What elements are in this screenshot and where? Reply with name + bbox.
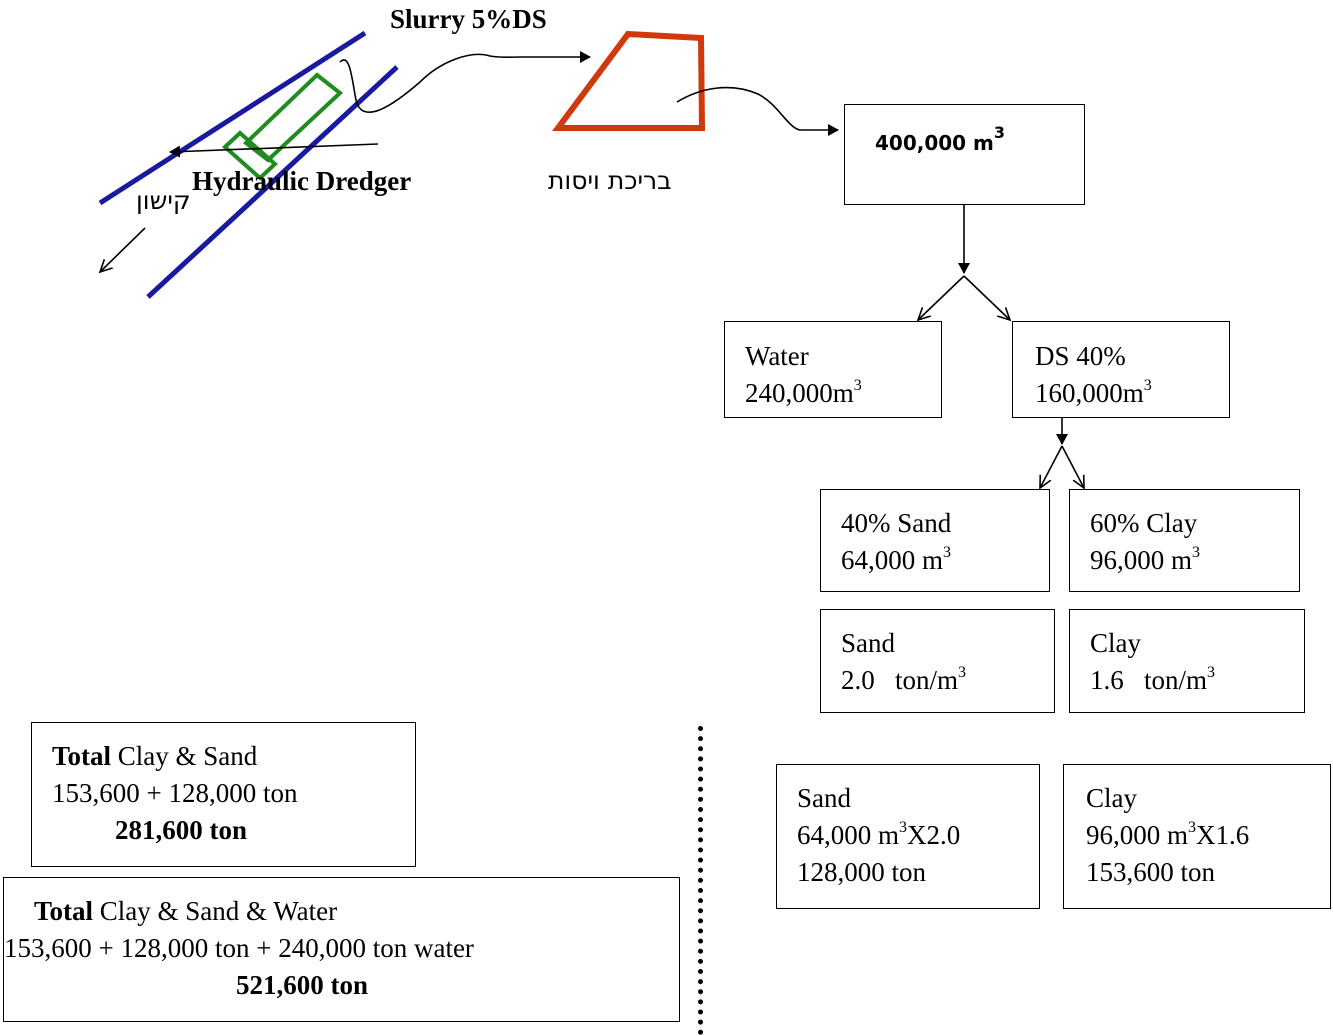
total-volume-box: 400,000 m3 (844, 104, 1085, 205)
sand-density-unit: 3 (958, 664, 967, 681)
clay-fraction-value: 96,000 m (1090, 545, 1193, 575)
sand-fraction-box: 40% Sand 64,000 m3 (820, 489, 1050, 592)
pond-label: בריכת ויסות (548, 166, 672, 195)
total-clay-sand-result: 281,600 ton (115, 815, 248, 845)
clay-fraction-title: 60% Clay (1090, 508, 1198, 538)
total-clay-sand-box: Total Clay & Sand 153,600 + 128,000 ton … (31, 722, 416, 867)
clay-fraction-box: 60% Clay 96,000 m3 (1069, 489, 1300, 592)
river-bank-upper (98, 30, 367, 206)
ds-unit: 3 (1143, 377, 1152, 394)
clay-density-box: Clay 1.6 ton/m3 (1069, 609, 1305, 713)
connector-to-clay (1061, 445, 1084, 488)
slurry-pipe (339, 51, 591, 113)
total-water-sum: 153,600 + 128,000 ton + 240,000 ton wate… (4, 933, 474, 963)
total-water-result: 521,600 ton (236, 970, 369, 1000)
outflow-pipe (676, 86, 839, 136)
total-volume-value: 400,000 m (875, 131, 994, 155)
river-bank-lower (146, 65, 399, 299)
river-outflow-arrow (100, 227, 146, 272)
slurry-label: Slurry 5%DS (390, 4, 547, 34)
clay-mass-result: 153,600 ton (1086, 857, 1216, 887)
total-clay-sand-heading: Clay & Sand (111, 741, 258, 771)
clay-mass-factor: X1.6 (1196, 820, 1250, 850)
flow-direction-arrow (169, 143, 379, 158)
dredger-icon (222, 72, 344, 181)
dotted-divider (698, 726, 703, 1035)
connector-to-sand (1040, 445, 1063, 488)
connector-to-water (918, 275, 965, 320)
clay-mass-box: Clay 96,000 m3X1.6 153,600 ton (1063, 764, 1331, 909)
clay-fraction-unit: 3 (1192, 544, 1201, 561)
total-water-heading: Clay & Sand & Water (93, 896, 338, 926)
total-volume-unit: 3 (993, 123, 1006, 142)
total-clay-sand-heading-bold: Total (52, 741, 112, 771)
settling-pond-icon (552, 30, 706, 131)
clay-mass-calc-unit: 3 (1188, 819, 1197, 836)
clay-density-title: Clay (1090, 628, 1141, 658)
sand-mass-calc-unit: 3 (899, 819, 908, 836)
connector-to-ds (963, 275, 1010, 320)
total-water-heading-bold: Total (34, 896, 94, 926)
ds-box: DS 40% 160,000m3 (1012, 321, 1230, 418)
ds-value: 160,000m (1035, 378, 1144, 408)
sand-density-value: 2.0 ton/m (841, 665, 959, 695)
total-clay-sand-sum: 153,600 + 128,000 ton (52, 778, 298, 808)
water-unit: 3 (853, 377, 862, 394)
water-title: Water (745, 341, 809, 371)
water-box: Water 240,000m3 (724, 321, 942, 418)
ds-title: DS 40% (1035, 341, 1126, 371)
sand-fraction-title: 40% Sand (841, 508, 952, 538)
sand-mass-result: 128,000 ton (797, 857, 927, 887)
sand-density-title: Sand (841, 628, 895, 658)
clay-mass-title: Clay (1086, 783, 1137, 813)
total-clay-sand-water-box: Total Clay & Sand & Water 153,600 + 128,… (3, 877, 680, 1022)
sand-mass-calc: 64,000 m (797, 820, 900, 850)
sand-mass-title: Sand (797, 783, 851, 813)
clay-density-value: 1.6 ton/m (1090, 665, 1208, 695)
river-label: קישון (136, 186, 191, 215)
sand-mass-box: Sand 64,000 m3X2.0 128,000 ton (776, 764, 1040, 909)
water-value: 240,000m (745, 378, 854, 408)
dredger-label: Hydraulic Dredger (192, 166, 412, 196)
sand-mass-factor: X2.0 (907, 820, 961, 850)
clay-density-unit: 3 (1207, 664, 1216, 681)
sand-density-box: Sand 2.0 ton/m3 (820, 609, 1055, 713)
sand-fraction-unit: 3 (943, 544, 952, 561)
sand-fraction-value: 64,000 m (841, 545, 944, 575)
clay-mass-calc: 96,000 m (1086, 820, 1189, 850)
